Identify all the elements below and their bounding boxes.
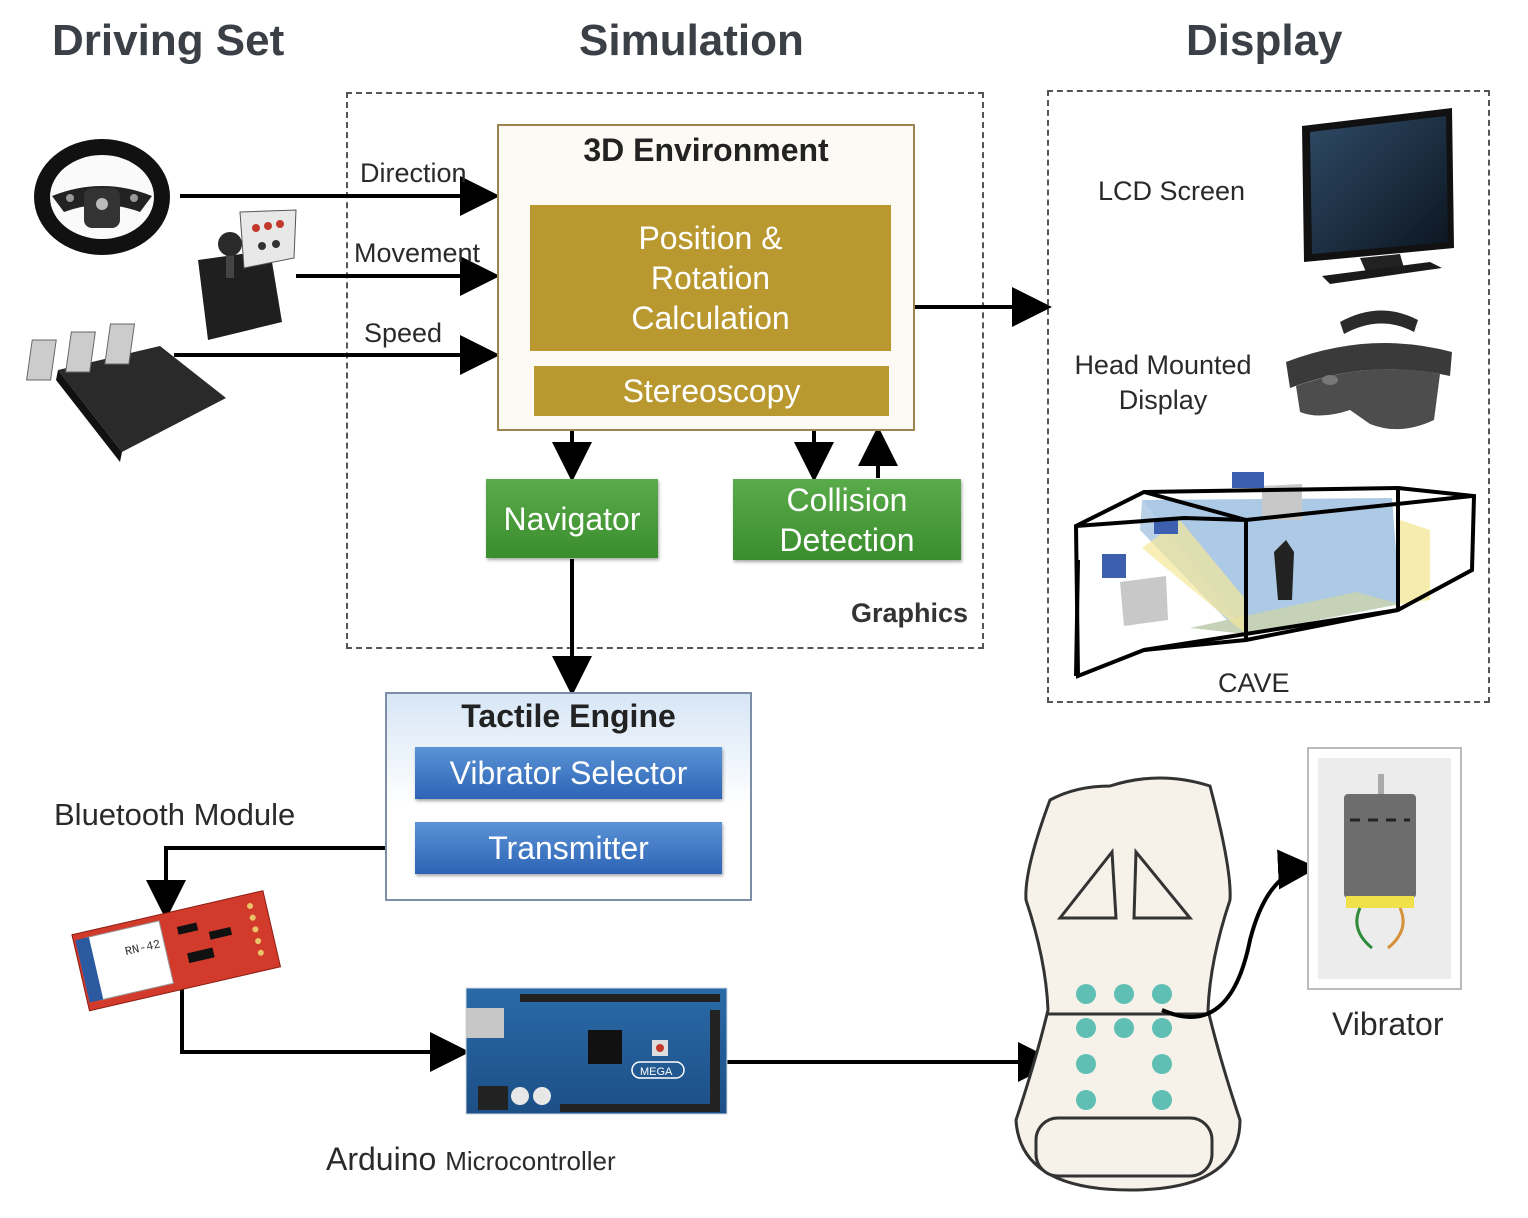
display-group [1047, 90, 1490, 703]
gear-shifter-icon [198, 209, 297, 340]
arduino-label-sub: Microcontroller [445, 1146, 616, 1176]
vibrator-selector-block: Vibrator Selector [415, 747, 722, 799]
speed-label: Speed [364, 318, 443, 348]
lcd-monitor-icon [1302, 108, 1454, 284]
bluetooth-board-icon: RN-42 [71, 890, 282, 1012]
arduino-label-main: Arduino [326, 1141, 437, 1177]
tactile-engine-title: Tactile Engine [461, 698, 676, 734]
movement-label: Movement [354, 238, 481, 268]
transmitter-block: Transmitter [415, 822, 722, 874]
seat-vibrator-dots [1076, 984, 1172, 1110]
head-mounted-display-icon [1286, 310, 1452, 430]
driving-set-title: Driving Set [52, 16, 285, 65]
hmd-label: Head Mounted Display [1074, 350, 1252, 415]
cave-icon [1073, 472, 1477, 679]
display-title: Display [1186, 16, 1343, 65]
collision-detection-block: Collision Detection [733, 479, 961, 560]
graphics-label: Graphics [851, 598, 969, 628]
vibrator-motor-icon [1307, 747, 1462, 990]
graphics-group [346, 92, 984, 649]
position-rotation-block: Position & Rotation Calculation [530, 205, 891, 351]
bluetooth-module-label: Bluetooth Module [54, 797, 296, 832]
cave-label: CAVE [1218, 668, 1290, 698]
stereoscopy-block: Stereoscopy [534, 366, 889, 416]
steering-wheel-icon [34, 139, 170, 255]
pedals-icon [26, 323, 226, 462]
arduino-label: Arduino Microcontroller [326, 1141, 616, 1178]
navigator-block: Navigator [486, 479, 658, 558]
seat-icon [1014, 776, 1242, 1192]
lcd-screen-label: LCD Screen [1098, 176, 1246, 206]
arduino-board-icon: MEGA [465, 987, 728, 1115]
direction-label: Direction [360, 158, 467, 188]
svg-text:MEGA: MEGA [640, 1066, 673, 1078]
vibrator-label: Vibrator [1332, 1006, 1444, 1042]
simulation-title: Simulation [579, 16, 804, 65]
3d-environment-title: 3D Environment [583, 132, 829, 168]
